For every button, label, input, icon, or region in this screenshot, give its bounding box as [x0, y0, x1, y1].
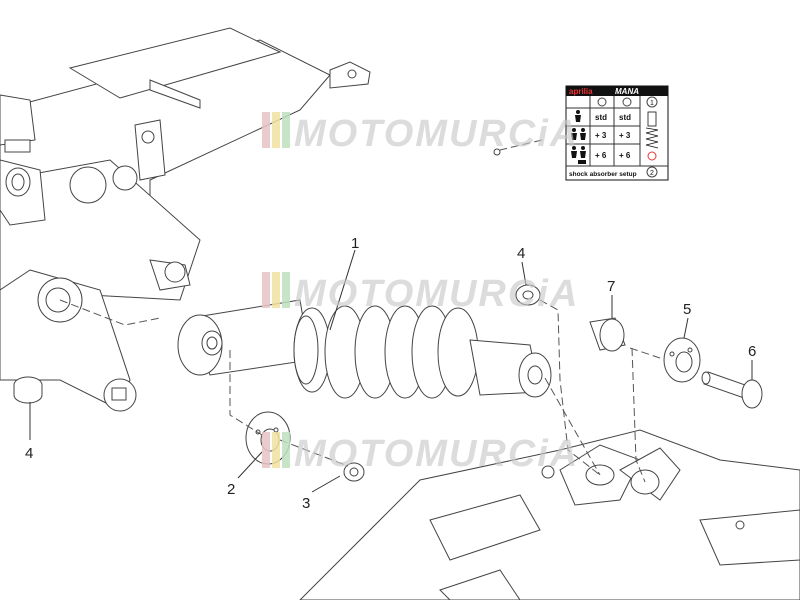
- bolt-part-3: [343, 462, 365, 482]
- decal-circle-top: 1: [650, 100, 654, 107]
- callout-5: 5: [683, 301, 691, 318]
- callouts: 1 2 3 4 4 5 6 7: [25, 235, 756, 512]
- rider-passenger-icon: [571, 146, 586, 164]
- rider-icon: [575, 110, 581, 122]
- bolt-part-6: [701, 371, 763, 409]
- decal-footer: shock absorber setup: [569, 171, 637, 178]
- shock-absorber: [177, 299, 552, 399]
- assembly-lines: [59, 139, 661, 483]
- row-1-col-1: std: [595, 113, 607, 122]
- watermark-middle: MOTOMURCiA: [262, 272, 579, 315]
- leader-lines: [29, 249, 753, 493]
- watermark-middle-text: MOTOMURCiA: [294, 273, 579, 315]
- callout-1: 1: [351, 235, 359, 252]
- bushing-part-4-left: [13, 376, 43, 404]
- bushing-part-4-top: [515, 284, 541, 306]
- callout-3: 3: [302, 495, 310, 512]
- watermark-top: MOTOMURCiA: [262, 112, 579, 155]
- decal-circle-bottom: 2: [650, 170, 654, 177]
- row-2-col-2: + 3: [619, 131, 631, 140]
- row-3-col-2: + 6: [619, 151, 631, 160]
- callout-7: 7: [607, 278, 615, 295]
- rider-luggage-icon: [571, 128, 586, 140]
- row-2-col-1: + 3: [595, 131, 607, 140]
- motorcycle-frame: [0, 27, 371, 412]
- washer-part-5: [663, 337, 701, 383]
- callout-6: 6: [748, 343, 756, 360]
- callout-4-top: 4: [517, 245, 525, 262]
- callout-4-left: 4: [25, 445, 33, 462]
- bushing-part-7: [589, 317, 626, 352]
- decal-brand: aprilia: [569, 87, 593, 96]
- row-3-col-1: + 6: [595, 151, 607, 160]
- shock-setup-decal: aprilia MANA std std + 3 + 3 + 6 + 6 1: [565, 85, 669, 181]
- watermark-bottom: MOTOMURCiA: [262, 432, 579, 475]
- watermark-bottom-text: MOTOMURCiA: [294, 433, 579, 475]
- row-1-col-2: std: [619, 113, 631, 122]
- callout-2: 2: [227, 481, 235, 498]
- swingarm: [299, 429, 800, 600]
- mini-shock-icon: [645, 111, 659, 161]
- watermark-top-text: MOTOMURCiA: [294, 113, 579, 155]
- decal-model: MANA: [615, 87, 639, 96]
